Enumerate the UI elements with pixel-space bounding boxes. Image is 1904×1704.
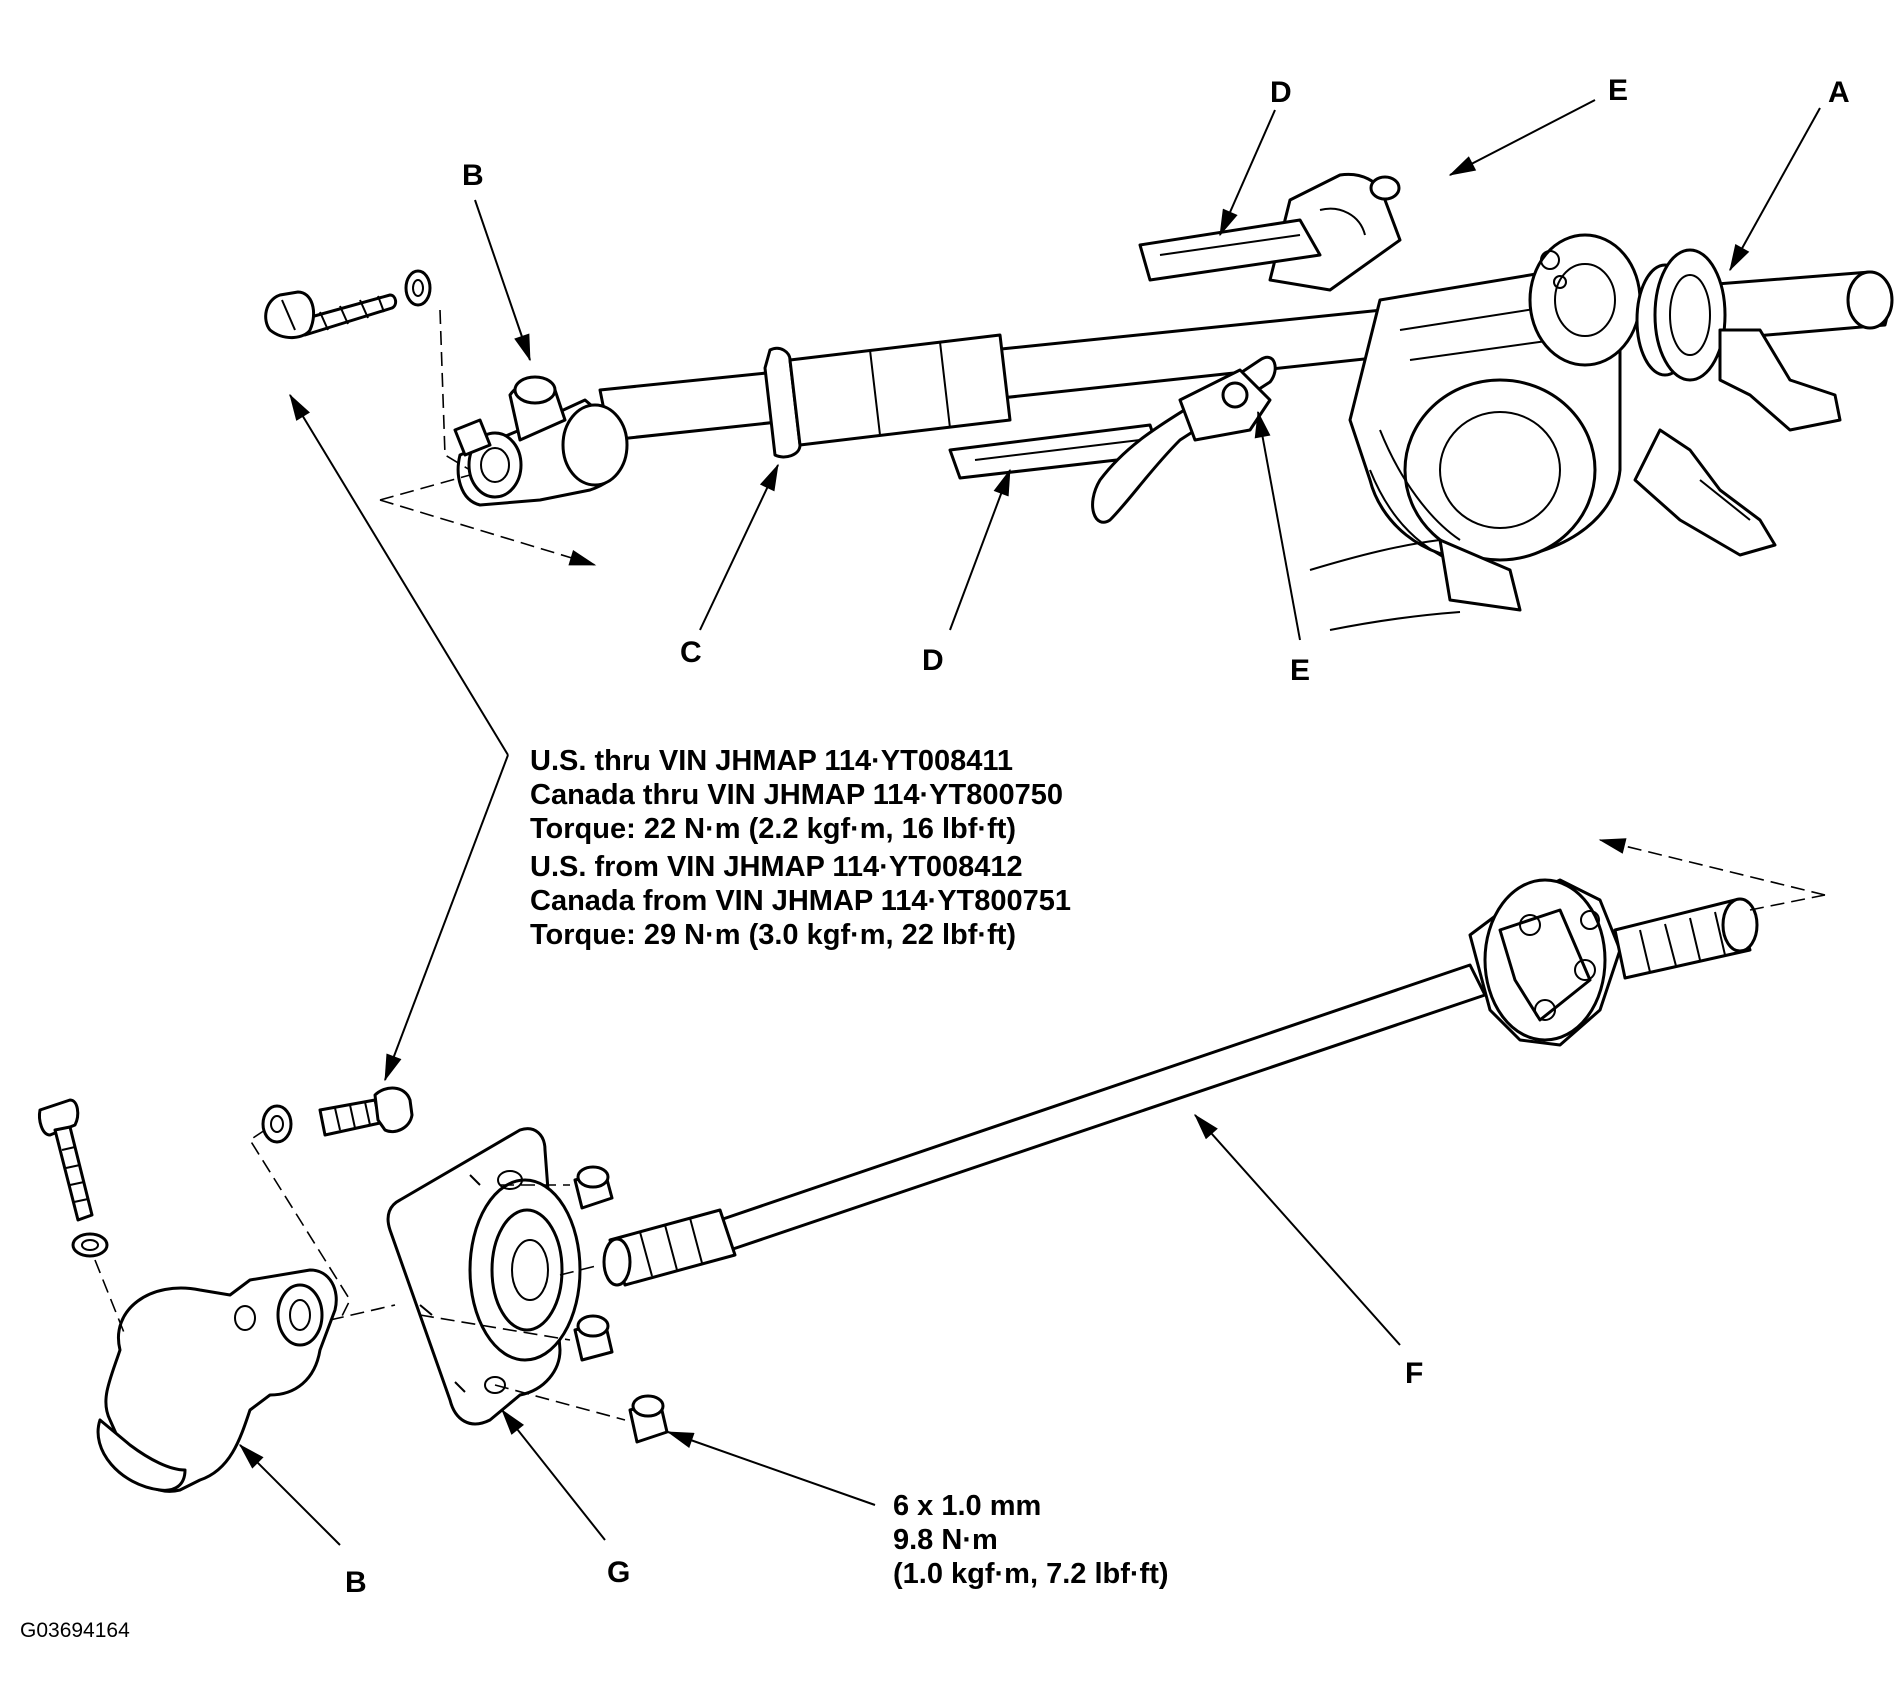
leader-torque-upper-bolt [289, 393, 509, 756]
cover-nut-lower [628, 1394, 669, 1444]
leader-B-bottom [239, 1444, 341, 1546]
torque-note-line-6: Torque: 29 N·m (3.0 kgf·m, 22 lbf·ft) [530, 919, 1016, 951]
callout-D-top: D [1270, 76, 1292, 109]
upper-shaft-direction-arrow [379, 499, 597, 566]
leader-nut-spec [666, 1431, 876, 1506]
upper-steering-column [598, 172, 1894, 631]
lower-pinch-bolt [318, 1086, 414, 1137]
leader-E-top [1448, 99, 1596, 176]
callout-E-top: E [1608, 74, 1628, 107]
nut-spec-line-2: 9.8 N·m [893, 1524, 998, 1556]
torque-note-line-2: Canada thru VIN JHMAP 114·YT800750 [530, 779, 1063, 811]
leader-torque-lower-bolt [384, 754, 509, 1082]
figure-id: G03694164 [20, 1619, 130, 1642]
torque-note-line-1: U.S. thru VIN JHMAP 114·YT008411 [530, 745, 1013, 777]
callout-A: A [1828, 76, 1850, 109]
lower-cover-alignment-line [329, 1304, 396, 1321]
upper-washer [404, 269, 432, 307]
nut-spec-line-1: 6 x 1.0 mm [893, 1490, 1041, 1522]
cover-to-shaft-line [559, 1264, 601, 1276]
torque-note-line-3: Torque: 22 N·m (2.2 kgf·m, 16 lbf·ft) [530, 813, 1016, 845]
leader-B-top [474, 199, 531, 362]
cover-bolt-washer [71, 1232, 109, 1258]
leader-F [1194, 1114, 1401, 1346]
callout-F: F [1405, 1357, 1423, 1390]
callout-G: G [607, 1556, 630, 1589]
torque-note-line-5: Canada from VIN JHMAP 114·YT800751 [530, 885, 1071, 917]
lower-shaft-direction-arrow [1598, 838, 1826, 896]
lower-universal-joint [96, 1268, 338, 1493]
torque-note-line-4: U.S. from VIN JHMAP 114·YT008412 [530, 851, 1023, 883]
leader-D-bottom [949, 468, 1011, 631]
nut-to-cover-line-middle [419, 1314, 571, 1341]
leader-E-bottom [1254, 410, 1301, 641]
leader-C [699, 463, 779, 631]
lower-steering-shaft [602, 878, 1759, 1287]
callout-D-bottom: D [922, 644, 944, 677]
cover-bolt [38, 1098, 94, 1222]
callout-B-bottom: B [345, 1566, 367, 1599]
upper-pinch-bolt [264, 290, 398, 339]
callout-E-bottom: E [1290, 654, 1310, 687]
lower-pinch-washer [261, 1104, 293, 1144]
torque-note: U.S. thru VIN JHMAP 114·YT008411 Canada … [530, 745, 1071, 951]
cover-bolt-line [94, 1259, 126, 1336]
cover-nut-upper [573, 1165, 614, 1210]
nut-spec: 6 x 1.0 mm 9.8 N·m (1.0 kgf·m, 7.2 lbf·f… [893, 1490, 1169, 1590]
leader-A [1729, 107, 1821, 272]
upper-universal-joint [453, 375, 629, 507]
leader-D-top [1219, 109, 1276, 237]
steering-joint-cover [386, 1127, 582, 1426]
nut-to-cover-line-lower [494, 1384, 626, 1421]
cover-nut-middle [573, 1314, 614, 1362]
callout-C: C [680, 636, 702, 669]
lower-shaft-direction-line [1749, 894, 1826, 911]
lower-joint-alignment-line [248, 1129, 351, 1321]
upper-joint-alignment-line [439, 309, 471, 471]
upper-shaft-direction-line [379, 474, 471, 501]
leader-G [501, 1408, 606, 1541]
nut-spec-line-3: (1.0 kgf·m, 7.2 lbf·ft) [893, 1558, 1169, 1590]
callout-B-top: B [462, 159, 484, 192]
